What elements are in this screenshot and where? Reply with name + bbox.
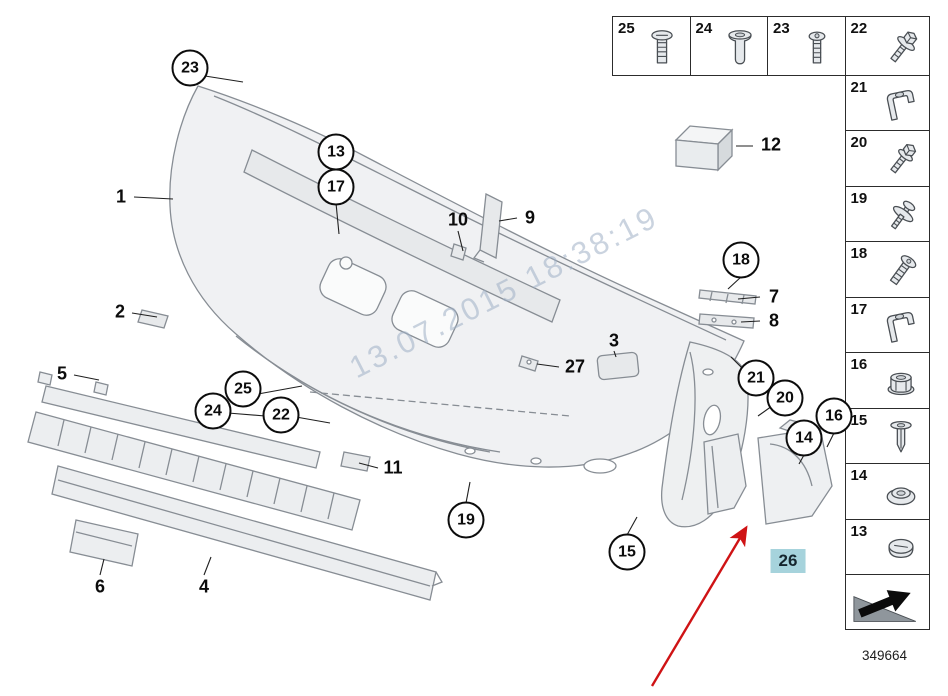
hex-bolt-washer-icon (878, 28, 924, 72)
legend-cell-label: 23 (773, 20, 790, 37)
legend-cell-label: 13 (850, 522, 868, 540)
legend-cell-label: 17 (850, 300, 868, 318)
callout-20[interactable]: 20 (766, 379, 804, 417)
callout-22[interactable]: 22 (262, 396, 300, 434)
callout-24[interactable]: 24 (194, 392, 232, 430)
legend-cell-label: 19 (850, 189, 868, 207)
pointer-arrow (650, 525, 748, 687)
callout-26[interactable]: 26 (770, 549, 806, 573)
clip-nut-icon (878, 306, 924, 350)
callout-17[interactable]: 17 (317, 168, 355, 206)
legend-cell-label: 16 (850, 356, 868, 373)
callout-18[interactable]: 18 (722, 241, 760, 279)
torx-screw-icon (794, 28, 840, 72)
callout-25[interactable]: 25 (224, 370, 262, 408)
callout-2[interactable]: 2 (114, 301, 126, 322)
legend-cell-label: 20 (850, 134, 868, 151)
callout-10[interactable]: 10 (447, 209, 469, 230)
callout-15[interactable]: 15 (608, 533, 646, 571)
legend-cell-20: 20 (844, 130, 930, 187)
legend-nav-cell[interactable] (844, 574, 930, 630)
callout-27[interactable]: 27 (564, 356, 586, 377)
cone-washer-icon (878, 472, 924, 516)
box-part-drawing (674, 125, 734, 172)
callout-11[interactable]: 11 (383, 457, 403, 478)
legend-cell-19: 19 (844, 185, 930, 243)
small-part-drawings (137, 192, 757, 472)
callout-3[interactable]: 3 (608, 330, 620, 351)
expansion-rivet-icon (878, 417, 924, 461)
nav-arrow-icon (850, 579, 925, 625)
legend-cell-15: 15 (844, 407, 930, 465)
legend-cell-22: 22 (844, 16, 930, 76)
callout-1[interactable]: 1 (115, 186, 127, 207)
grommet-icon (878, 528, 924, 572)
legend-cell-25: 25 (612, 16, 691, 76)
callout-13[interactable]: 13 (317, 133, 355, 171)
legend-cell-label: 24 (695, 20, 713, 37)
legend-cell-label: 18 (850, 245, 868, 262)
legend-cell-label: 15 (850, 411, 868, 429)
legend-cell-21: 21 (844, 74, 930, 132)
pan-screw-icon (639, 28, 685, 72)
torx-screw-angled-icon (878, 250, 924, 294)
legend-cell-14: 14 (844, 463, 930, 520)
hex-screw-icon (878, 139, 924, 183)
callout-8[interactable]: 8 (768, 310, 780, 331)
legend-cell-23: 23 (767, 16, 846, 76)
fastener-legend-column: 22 21 20 19 18 17 16 15 14 13 (844, 16, 930, 630)
leader-lines (73, 75, 835, 576)
diagram-number: 349664 (862, 648, 908, 663)
callout-16[interactable]: 16 (815, 397, 853, 435)
fastener-legend-row: 25 24 23 (612, 16, 846, 76)
callout-7[interactable]: 7 (768, 286, 780, 307)
callout-9[interactable]: 9 (524, 207, 536, 228)
countersunk-rivet-icon (717, 28, 763, 72)
callout-12[interactable]: 12 (760, 134, 782, 155)
callout-14[interactable]: 14 (785, 419, 823, 457)
callout-6[interactable]: 6 (94, 576, 106, 597)
lower-slat-drawings (27, 371, 443, 601)
clip-nut-icon (878, 84, 924, 128)
legend-cell-18: 18 (844, 241, 930, 298)
legend-cell-17: 17 (844, 296, 930, 354)
legend-cell-label: 21 (850, 78, 868, 96)
washer-screw-icon (878, 195, 924, 239)
legend-cell-13: 13 (844, 518, 930, 576)
legend-cell-16: 16 (844, 352, 930, 409)
legend-cell-label: 25 (618, 20, 635, 37)
callout-5[interactable]: 5 (56, 363, 68, 384)
hex-nut-icon (878, 361, 924, 405)
callout-23[interactable]: 23 (171, 49, 209, 87)
legend-cell-label: 14 (850, 467, 868, 484)
callout-4[interactable]: 4 (198, 576, 210, 597)
legend-cell-label: 22 (850, 20, 868, 37)
callout-19[interactable]: 19 (447, 501, 485, 539)
